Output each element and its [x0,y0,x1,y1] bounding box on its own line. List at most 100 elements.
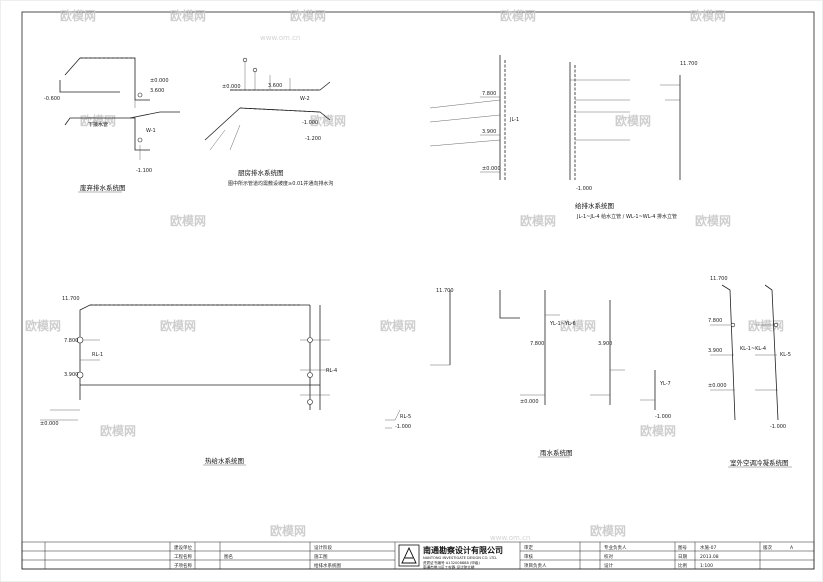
elevation-label: 3.900 [482,129,496,135]
tb-revision-label: 版次 [763,544,772,551]
tb-project-label: 工程名称 [174,553,192,560]
watermark-brand: 欧模网 [25,318,61,333]
riser-tag: RL-1 [92,352,103,358]
riser-tag: KL-1~KL-4 [740,346,766,352]
elevation-label: 11.700 [436,288,454,294]
watermark-brand: 欧模网 [170,8,206,23]
elevation-label: 7.800 [482,91,496,97]
tb-date-label: 日期 [678,554,687,560]
elevation-label: -1.000 [302,120,318,126]
tb-review-label: 审核 [524,553,533,560]
tb-revision-value: A [790,545,794,551]
riser-tag: RL-5 [400,414,411,420]
diagram-ac-condensate: 11.700 7.800 3.900 ±0.000 KL-1~KL-4 KL-5… [708,276,792,468]
elevation-label: -0.600 [44,96,60,102]
elevation-label: 3.900 [598,341,612,347]
watermark-brand: 欧模网 [615,113,651,128]
tb-drawing-name-label: 图名 [224,553,233,560]
tb-scale-value: 1:100 [700,563,713,569]
diagram-title: 室外空调冷凝系统图 [730,458,789,467]
tb-sheet-no-label: 图号 [678,545,687,551]
tb-scale-label: 比例 [678,562,687,569]
watermark-brand: 欧模网 [310,113,346,128]
elevation-label: 7.800 [708,318,722,324]
elevation-label: 3.900 [64,372,78,378]
elevation-label: -1.000 [576,186,592,192]
tb-subitem-label: 子项名称 [174,562,192,569]
elevation-label: 7.800 [530,341,544,347]
elevation-label: 11.700 [710,276,728,282]
diagram-title: 雨水系统图 [540,448,573,457]
tb-stage-value: 施工图 [314,553,328,560]
elevation-label: -1.100 [136,168,152,174]
riser-tag: YL-7 [659,381,671,387]
diagram-hot-water: 11.700 7.800 3.900 ±0.000 RL-1 RL-4 RL-5… [40,296,411,466]
watermark-brand: 欧模网 [160,318,196,333]
watermark-brand: 欧模网 [170,213,206,228]
elevation-label: ±0.000 [40,421,59,427]
diagram-title: 厨房排水系统图 [238,168,284,177]
tb-design-label: 设计 [604,562,613,569]
watermark-url: www.om.cn [260,34,300,42]
tb-approve-label: 审定 [524,544,533,551]
riser-tag: W-2 [300,96,310,102]
watermark-brand: 欧模网 [590,523,626,538]
elevation-label: -1.000 [655,414,671,420]
watermark-brand: 欧模网 [100,423,136,438]
watermark-brand: 欧模网 [80,113,116,128]
riser-tag: W-1 [146,128,156,134]
tb-sheet-no-value: 水施-07 [700,544,716,551]
diagram-supply-drain: 11.700 7.800 3.900 ±0.000 JL-1 -1.000 给排… [429,55,698,220]
watermark-layer: 欧模网 欧模网 欧模网 欧模网 欧模网 www.om.cn 欧模网 欧模网 欧模… [25,8,784,542]
elevation-label: ±0.000 [150,78,169,84]
watermark-brand: 欧模网 [748,318,784,333]
tb-discipline-lead-label: 专业负责人 [604,544,627,551]
elevation-label: 3.600 [268,83,282,89]
company-address: 南通市崇川区工农路 设计院大楼 [423,565,475,570]
elevation-label: 7.800 [64,338,78,344]
riser-tag: RL-4 [326,368,337,374]
company-logo [398,544,420,567]
tb-date-value: 2013.08 [700,554,719,560]
company-cert: 资质证书编号 A132008888 (甲级) [423,560,480,565]
company-name: 南通勘察设计有限公司 [423,545,503,555]
company-name-en: NANTONG INVESTIGATE DESIGN CO. LTD. [423,556,497,560]
pipe-note: 下接水管 [88,121,108,128]
elevation-label: ±0.000 [708,383,727,389]
watermark-brand: 欧模网 [560,318,596,333]
elevation-label: -1.000 [770,424,786,430]
tb-owner-label: 建设单位 [174,544,192,551]
elevation-label: 11.700 [62,296,80,302]
watermark-brand: 欧模网 [60,8,96,23]
watermark-brand: 欧模网 [290,8,326,23]
elevation-label: -1.200 [305,136,321,142]
elevation-label: ±0.000 [520,399,539,405]
watermark-brand: 欧模网 [500,8,536,23]
watermark-brand: 欧模网 [690,8,726,23]
diagram-note: 图中所示管道均需敷设坡度≥0.01并通向排水沟 [228,180,333,187]
diagram-title: 给排水系统图 [575,201,614,210]
watermark-brand: 欧模网 [520,213,556,228]
elevation-label: ±0.000 [482,166,501,172]
diagram-note: JL-1~JL-4 给水立管 / WL-1~WL-4 排水立管 [576,213,677,220]
diagram-title: 废弃排水系统图 [80,183,126,192]
watermark-url: www.om.cn [490,534,530,542]
diagram-waste-drain: 3.600 ±0.000 -0.600 下接水管 W-1 -1.100 废弃排水… [44,57,180,193]
watermark-brand: 欧模网 [270,523,306,538]
tb-stage-label: 设计阶段 [314,544,332,551]
elevation-label: 3.900 [708,348,722,354]
riser-tag: KL-5 [780,352,791,358]
watermark-brand: 欧模网 [380,318,416,333]
elevation-label: -1.000 [395,424,411,430]
elevation-label: ±0.000 [222,84,241,90]
tb-pm-label: 项目负责人 [524,562,547,569]
elevation-label: 3.600 [150,88,164,94]
riser-tag: YL-1~YL-6 [549,321,576,327]
watermark-brand: 欧模网 [695,213,731,228]
elevation-label: 11.700 [680,61,698,67]
diagram-kitchen-drain: 3.600 ±0.000 W-2 -1.000 -1.200 厨房排水系统图 图… [204,57,333,187]
diagram-rainwater: 11.700 7.800 3.900 ±0.000 YL-1~YL-6 YL-7… [430,288,671,458]
diagram-title: 热给水系统图 [205,456,244,465]
